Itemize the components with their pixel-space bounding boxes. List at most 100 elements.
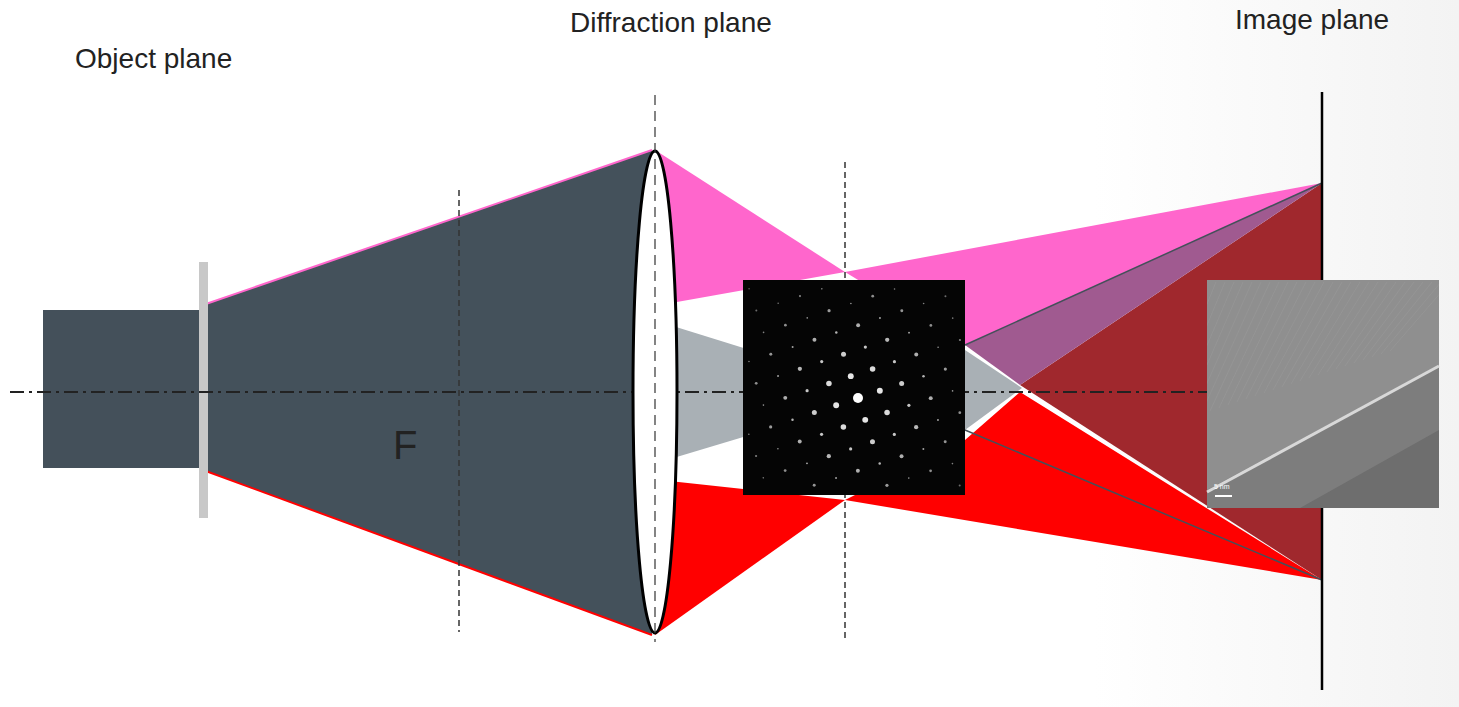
diffraction-spot	[870, 366, 876, 372]
diffraction-spot	[959, 484, 961, 486]
diffraction-spot	[827, 309, 830, 312]
scale-bar	[1215, 495, 1232, 497]
plane-label: Object plane	[75, 44, 232, 75]
diffraction-spot	[862, 417, 868, 423]
diffraction-spot	[806, 389, 809, 392]
diffraction-spot	[769, 353, 772, 356]
image-ground	[1207, 280, 1439, 508]
diffraction-spot	[763, 404, 765, 406]
diffraction-spot	[856, 469, 860, 473]
diffraction-spot	[900, 454, 904, 458]
diffraction-spot	[923, 303, 925, 305]
object-plane-bar	[199, 262, 208, 518]
diffraction-spot	[777, 448, 779, 450]
diffraction-spot	[870, 439, 875, 444]
diffraction-spot	[827, 454, 831, 458]
central-beam	[965, 350, 1022, 430]
lattice-fringe	[1228, 282, 1288, 405]
diffraction-spot	[899, 381, 904, 386]
diffraction-spot	[885, 338, 889, 342]
scale-bar-label: 5 nm	[1214, 483, 1230, 491]
diffraction-spot	[894, 288, 896, 290]
diffraction-spot	[755, 310, 757, 312]
plane-label: Diffraction plane	[570, 8, 772, 39]
diffraction-spot	[748, 361, 750, 363]
diffraction-spot	[922, 375, 925, 378]
diffraction-spot	[871, 295, 874, 298]
lattice-fringe	[1273, 282, 1333, 390]
diffraction-spot	[755, 382, 758, 385]
interface-line	[1207, 366, 1439, 492]
ray-edge	[203, 150, 652, 305]
diffraction-spot	[748, 433, 750, 435]
diffraction-spot	[791, 418, 794, 421]
diffraction-spot	[798, 367, 802, 371]
diffraction-spot	[812, 410, 817, 415]
diffraction-spot	[884, 410, 890, 416]
diffraction-spot	[929, 324, 932, 327]
diffraction-spot	[784, 469, 787, 472]
lens-plane-line	[654, 95, 655, 642]
lattice-fringe	[1210, 282, 1270, 411]
lattice-fringe	[1219, 282, 1279, 408]
lattice-fringe	[1255, 282, 1315, 396]
diffraction-spot	[777, 303, 779, 305]
diffraction-spot	[958, 411, 961, 414]
diffraction-spot	[783, 396, 787, 400]
diffraction-spot	[848, 373, 854, 379]
diffraction-spot	[853, 393, 863, 403]
diffraction-spot	[937, 346, 939, 348]
plane-label: Image plane	[1235, 5, 1389, 36]
diffraction-spot	[821, 288, 823, 290]
diffraction-spot	[763, 477, 765, 479]
pattern-ground	[743, 280, 965, 495]
ray-edge	[203, 470, 652, 635]
diffraction-spot	[806, 462, 808, 464]
diffraction-spot	[908, 332, 910, 334]
diffraction-spot	[826, 381, 832, 387]
diffraction-spot	[893, 360, 896, 363]
diffraction-spot	[820, 433, 823, 436]
diffraction-spot	[929, 469, 932, 472]
hrtem-image	[1147, 280, 1450, 508]
lattice-fringe	[1372, 282, 1432, 357]
diffraction-spot	[769, 425, 772, 428]
diffraction-spot	[812, 338, 816, 342]
diffraction-spot	[944, 367, 947, 370]
focal-point-label: F	[393, 423, 417, 467]
diffraction-spot	[908, 477, 910, 479]
diffraction-spot	[944, 295, 946, 297]
lattice-fringe	[1390, 282, 1450, 351]
diffraction-spot	[929, 396, 933, 400]
diffraction-spot	[856, 323, 860, 327]
diffraction-spot	[937, 419, 939, 421]
diffraction-spot	[922, 448, 924, 450]
diffraction-spot	[799, 295, 801, 297]
diffraction-spot	[841, 352, 846, 357]
lattice-fringe	[1282, 282, 1342, 387]
diffraction-spot	[841, 424, 847, 430]
lattice-fringe	[1291, 282, 1351, 384]
diffraction-spot	[763, 332, 765, 334]
diffraction-spot	[885, 484, 888, 487]
diffraction-spot	[952, 317, 954, 319]
focal-plane-line	[458, 190, 460, 632]
lattice-fringe	[1183, 282, 1243, 420]
diffraction-spot	[784, 324, 787, 327]
diffraction-spot	[900, 309, 903, 312]
diffraction-spot	[914, 352, 918, 356]
lattice-fringe	[1300, 282, 1360, 381]
diffraction-spot	[952, 390, 954, 392]
diffraction-spot	[864, 346, 867, 349]
diffraction-spot	[835, 477, 837, 479]
lattice-fringe	[1165, 282, 1225, 426]
lattice-fringe	[1156, 282, 1216, 429]
lattice-fringe	[1201, 282, 1261, 414]
diffraction-spot	[878, 462, 881, 465]
amorphous-region	[1300, 430, 1439, 508]
lattice-fringe	[1264, 282, 1324, 393]
lattice-fringe	[1237, 282, 1297, 402]
diffraction-spot	[835, 331, 838, 334]
